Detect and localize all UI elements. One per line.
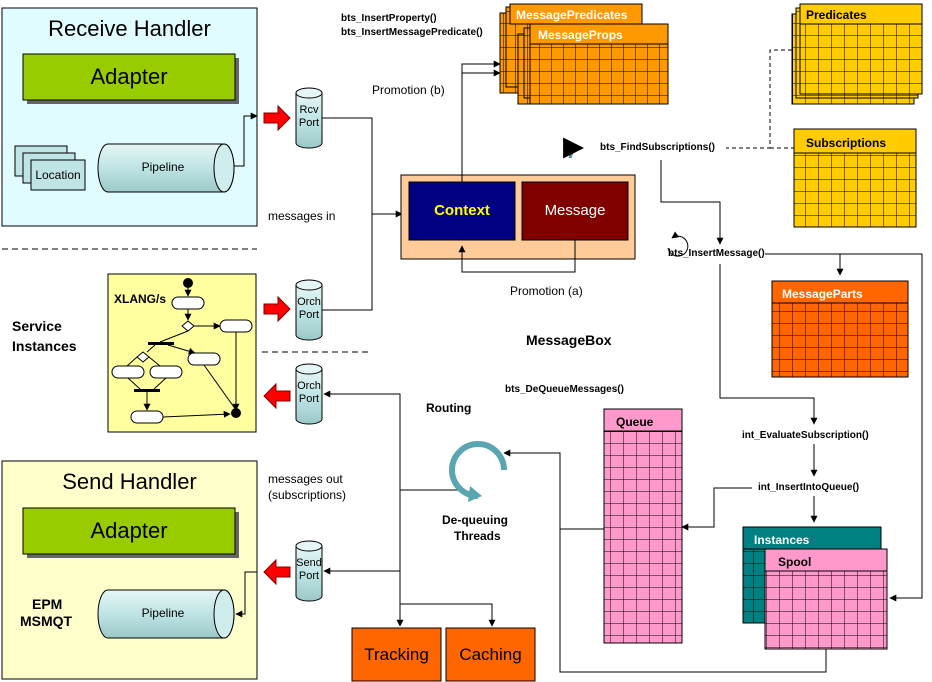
message-box — [521, 181, 629, 241]
routing-label: Routing — [426, 401, 472, 415]
receive-handler-title: Receive Handler — [48, 16, 211, 41]
messagebox-label: MessageBox — [526, 332, 612, 348]
send-pipeline-cylinder — [97, 589, 235, 639]
instances-title: Instances — [754, 533, 810, 547]
message-parts-table — [771, 280, 909, 378]
rcv-port[interactable] — [295, 87, 323, 149]
message-props-table — [517, 23, 669, 105]
predicates-title: Predicates — [806, 8, 867, 22]
insert-message-predicate-proc: bts_InsertMessagePredicate() — [341, 27, 483, 38]
flow-arrows — [503, 137, 923, 673]
promotion-a-arrow — [458, 240, 576, 273]
send-port[interactable] — [295, 540, 323, 602]
queue-table — [603, 408, 683, 644]
routing-lines — [323, 390, 496, 627]
location-stack — [14, 145, 86, 191]
receive-pipeline-cylinder — [97, 143, 235, 193]
message-props-title: MessageProps — [538, 28, 623, 42]
dequeuing-label: De-queuing — [442, 513, 508, 527]
receive-handler-panel — [1, 7, 258, 227]
red-arrow-orch-in-icon — [263, 295, 291, 323]
promotion-b-arrow — [461, 60, 501, 182]
send-handler-panel — [1, 460, 258, 680]
message-container — [400, 174, 636, 260]
location-label: Location — [35, 168, 81, 182]
insert-message-proc: bts_InsertMessage() — [668, 248, 765, 259]
message-predicates-title: MessagePredicates — [516, 8, 628, 22]
send-pipeline-label: Pipeline — [141, 606, 185, 620]
context-label: Context — [434, 202, 490, 219]
caching-label: Caching — [459, 645, 522, 664]
insert-property-proc: bts_InsertProperty() — [341, 13, 437, 24]
message-label: Message — [544, 202, 606, 219]
tracking-label: Tracking — [364, 645, 429, 664]
epm-label: EPM — [32, 596, 63, 612]
receive-adapter-box — [22, 53, 236, 101]
ports-group — [295, 87, 323, 602]
subscriptions-table — [793, 128, 917, 228]
subscriptions-paren-label: (subscriptions) — [268, 488, 347, 502]
threads-label: Threads — [454, 529, 501, 543]
evaluate-subscription-proc: int_EvaluateSubscription() — [742, 430, 869, 441]
spool-table — [764, 548, 888, 650]
insert-into-queue-proc: int_InsertIntoQueue() — [758, 482, 860, 493]
context-box — [408, 181, 516, 241]
find-subscriptions-small-arrow — [563, 137, 585, 159]
tracking-box — [351, 627, 442, 682]
receive-pipeline-label: Pipeline — [141, 160, 185, 174]
msmqt-label: MSMQT — [20, 613, 73, 629]
promotion-a-label: Promotion (a) — [510, 284, 583, 298]
send-handler-title: Send Handler — [62, 469, 197, 494]
xlang-label: XLANG/s — [114, 292, 167, 306]
instances-label: Instances — [12, 338, 77, 354]
promotion-b-label: Promotion (b) — [372, 83, 445, 97]
send-adapter-box — [22, 507, 236, 555]
caching-box — [445, 627, 536, 682]
find-subscriptions-dashed-link — [726, 49, 794, 149]
red-arrow-rcv-icon — [263, 104, 291, 132]
connectors-in — [322, 117, 403, 311]
insert-message-curl-icon — [667, 231, 689, 257]
predicates-table — [791, 3, 923, 105]
dequeue-messages-proc: bts_DeQueueMessages() — [505, 384, 624, 395]
red-arrow-orch-out-icon — [263, 382, 291, 410]
queue-title: Queue — [616, 415, 654, 429]
find-subscriptions-proc: bts_FindSubscriptions() — [600, 142, 715, 153]
dequeuing-cycle-icon — [449, 441, 507, 502]
orch-out-port[interactable] — [295, 363, 323, 425]
spool-title: Spool — [778, 555, 812, 569]
messages-out-label: messages out — [268, 472, 343, 486]
xlang-orchestration-box — [107, 273, 257, 433]
orch-in-port[interactable] — [295, 279, 323, 341]
send-adapter-label: Adapter — [90, 518, 168, 543]
messages-in-label: messages in — [268, 209, 336, 223]
message-parts-title: MessageParts — [782, 287, 863, 301]
subscriptions-title: Subscriptions — [806, 136, 887, 150]
red-arrow-send-icon — [263, 558, 291, 586]
service-label: Service — [12, 318, 62, 334]
receive-adapter-label: Adapter — [90, 64, 168, 89]
